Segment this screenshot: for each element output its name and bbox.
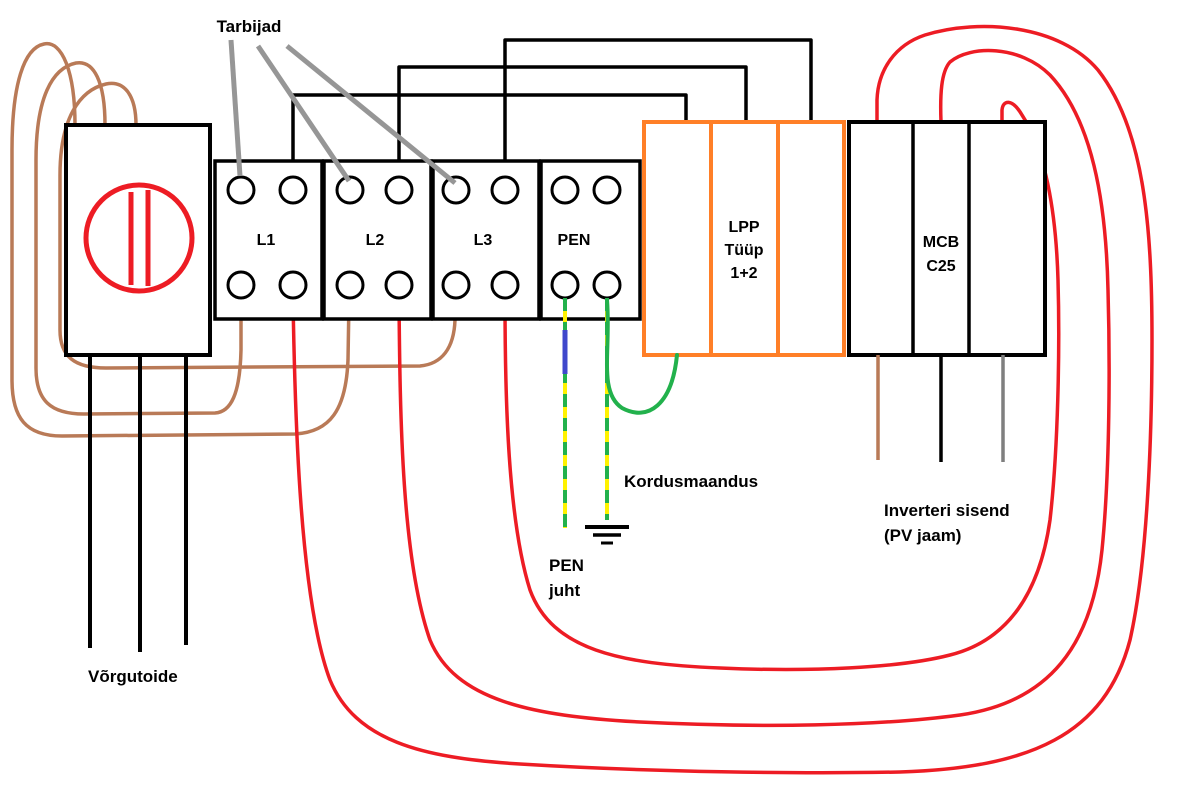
- red-pv-loops: [291, 24, 1154, 775]
- terminal-block-pen: PEN: [539, 159, 642, 321]
- red-wire-l3-to-mcb: [503, 100, 1061, 672]
- l2-terminal-top-2: [384, 175, 414, 205]
- lpp-label-line1: LPP: [728, 219, 759, 236]
- red-wire-l2-to-mcb: [397, 48, 1111, 728]
- l3-terminal-top-2: [490, 175, 520, 205]
- l3-label: L3: [474, 232, 493, 249]
- brown-wire-to-l1: [34, 61, 243, 416]
- pen-juht-label-line2: juht: [548, 581, 580, 600]
- l2-label: L2: [366, 232, 385, 249]
- l1-label: L1: [257, 232, 276, 249]
- lpp-label-line3: 1+2: [730, 265, 757, 282]
- tarbijad-pointer-l2: [255, 44, 352, 183]
- l1-terminal-bottom-2: [278, 270, 308, 300]
- l1-terminal-top-2: [278, 175, 308, 205]
- tarbijad-label: Tarbijad: [217, 17, 282, 36]
- lpp-label-line2: Tüüp: [724, 242, 763, 259]
- l2-terminal-bottom-1: [335, 270, 365, 300]
- l3-terminal-bottom-2: [490, 270, 520, 300]
- kordusmaandus-label: Kordusmaandus: [624, 472, 758, 491]
- mcb-label-line2: C25: [926, 258, 955, 275]
- l2-terminal-bottom-2: [384, 270, 414, 300]
- main-switch: Võrgutoide: [64, 123, 212, 686]
- l3-terminal-bottom-1: [441, 270, 471, 300]
- red-wire-l1-to-mcb: [291, 24, 1154, 775]
- main-switch-box: [64, 123, 212, 357]
- pen-terminal-top-2: [592, 175, 622, 205]
- brown-supply-loops: [10, 42, 457, 438]
- brown-wire-to-l2: [10, 42, 351, 438]
- wire-l3-to-lpp: [503, 38, 813, 179]
- pen-terminal-bottom-2: [592, 270, 622, 300]
- mcb-breaker: MCB C25 Inverteri sisend (PV jaam): [847, 120, 1047, 545]
- terminal-block-l3: L3: [431, 159, 541, 321]
- inverter-label-line1: Inverteri sisend: [884, 501, 1010, 520]
- vorgutoide-label: Võrgutoide: [88, 667, 178, 686]
- kordusmaandus-wire: [605, 298, 679, 415]
- wire-l1-to-lpp: [291, 93, 688, 179]
- lpp-box: [642, 120, 846, 357]
- pen-terminal-top-1: [550, 175, 580, 205]
- pen-earthing: Kordusmaandus PEN juht: [548, 298, 758, 600]
- wire-l2-to-lpp: [397, 65, 748, 179]
- terminal-block-l2: L2: [322, 159, 433, 321]
- l3-terminal-top-1: [441, 175, 471, 205]
- brown-wire-to-l3: [58, 81, 457, 370]
- tarbijad-pointer-l3: [285, 44, 457, 185]
- top-black-wires: [291, 38, 813, 179]
- switch-symbol-icon: [83, 182, 195, 294]
- lpp-surge-protector: LPP Tüüp 1+2: [642, 120, 846, 357]
- mcb-label-line1: MCB: [923, 234, 959, 251]
- tarbijad-pointer-l1: [228, 39, 243, 177]
- earth-ground-icon: [585, 525, 629, 545]
- terminal-block-l1: L1: [213, 159, 324, 321]
- pen-label: PEN: [558, 232, 591, 249]
- l2-terminal-top-1: [335, 175, 365, 205]
- inverter-label-line2: (PV jaam): [884, 526, 961, 545]
- l1-terminal-top-1: [226, 175, 256, 205]
- l1-terminal-bottom-1: [226, 270, 256, 300]
- pen-terminal-bottom-1: [550, 270, 580, 300]
- pen-juht-label-line1: PEN: [549, 556, 584, 575]
- mcb-box: [847, 120, 1047, 357]
- tarbijad-pointers: Tarbijad: [217, 17, 457, 185]
